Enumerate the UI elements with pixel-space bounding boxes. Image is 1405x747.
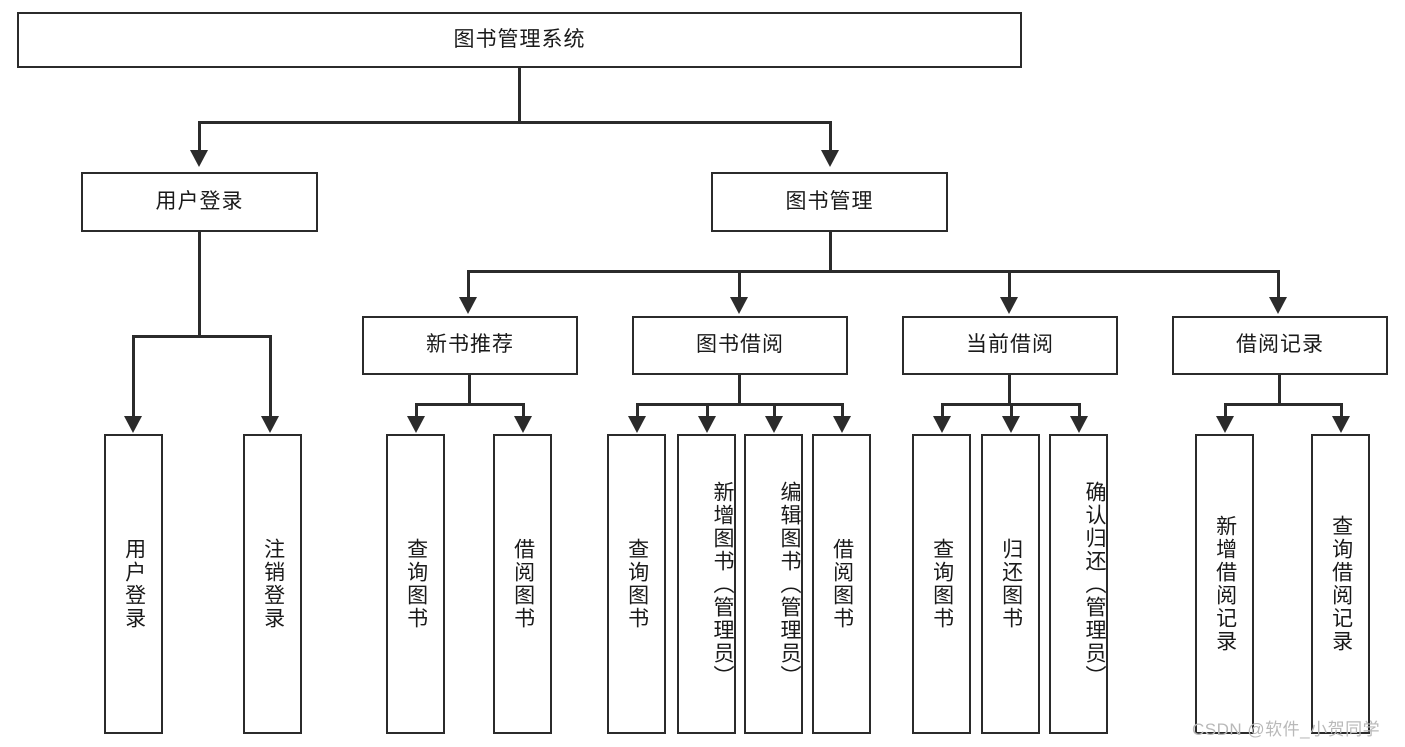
edge-borrow-bus	[636, 403, 844, 406]
node-label: 新增借阅记录	[1213, 515, 1237, 653]
arrowhead-leaf-logout	[261, 416, 279, 433]
arrowhead-borrow-leaf-2	[698, 416, 716, 433]
node-book-management[interactable]: 图书管理	[711, 172, 948, 232]
arrowhead-user-login	[190, 150, 208, 167]
arrowhead-recommend-leaf-1	[407, 416, 425, 433]
edge-borrow-stem	[738, 375, 741, 405]
csdn-watermark: CSDN @软件_小贺同学	[1192, 720, 1381, 739]
arrowhead-recommend-leaf-2	[514, 416, 532, 433]
edge-book-mgmt-stem	[829, 232, 832, 272]
edge-current-drop-2	[1010, 403, 1013, 417]
node-label: 编辑图书（管理员）	[778, 480, 801, 688]
leaf-current-query-book[interactable]: 查询图书	[912, 434, 971, 734]
node-label: 归还图书	[999, 538, 1023, 630]
arrowhead-leaf-user-login	[124, 416, 142, 433]
node-book-borrow[interactable]: 图书借阅	[632, 316, 848, 375]
node-label: 借阅记录	[1236, 333, 1324, 357]
node-borrow-record[interactable]: 借阅记录	[1172, 316, 1388, 375]
edge-root-bus	[198, 121, 832, 124]
edge-borrow-drop-3	[773, 403, 776, 417]
arrowhead-borrow-leaf-3	[765, 416, 783, 433]
node-label: 当前借阅	[966, 333, 1054, 357]
node-label: 查询图书	[930, 538, 954, 630]
edge-borrow-drop-2	[706, 403, 709, 417]
edge-book-mgmt-drop-3	[1008, 270, 1011, 298]
node-label: 用户登录	[122, 538, 146, 630]
edge-recommend-stem	[468, 375, 471, 405]
arrowhead-borrow-record	[1269, 297, 1287, 314]
node-label: 图书借阅	[696, 333, 784, 357]
edge-root-stem	[518, 68, 521, 123]
leaf-recommend-query-book[interactable]: 查询图书	[386, 434, 445, 734]
node-label: 用户登录	[155, 189, 244, 213]
leaf-recommend-borrow-book[interactable]: 借阅图书	[493, 434, 552, 734]
node-label: 新书推荐	[426, 333, 514, 357]
arrowhead-borrow-leaf-4	[833, 416, 851, 433]
edge-book-mgmt-drop-4	[1277, 270, 1280, 298]
leaf-current-confirm-return-admin[interactable]: 确认归还（管理员）	[1049, 434, 1108, 734]
leaf-record-add-record[interactable]: 新增借阅记录	[1195, 434, 1254, 734]
node-new-book-recommend[interactable]: 新书推荐	[362, 316, 578, 375]
edge-record-drop-1	[1224, 403, 1227, 417]
leaf-borrow-borrow-book[interactable]: 借阅图书	[812, 434, 871, 734]
edge-record-bus	[1224, 403, 1343, 406]
node-label: 确认归还（管理员）	[1083, 480, 1106, 688]
node-label: 借阅图书	[511, 538, 535, 630]
node-current-borrow[interactable]: 当前借阅	[902, 316, 1118, 375]
edge-user-login-bus	[132, 335, 269, 338]
node-label: 借阅图书	[830, 538, 854, 630]
leaf-user-login[interactable]: 用户登录	[104, 434, 163, 734]
edge-recommend-drop-1	[415, 403, 418, 417]
edge-user-login-drop-1	[132, 335, 135, 417]
leaf-borrow-query-book[interactable]: 查询图书	[607, 434, 666, 734]
leaf-current-return-book[interactable]: 归还图书	[981, 434, 1040, 734]
arrowhead-record-leaf-1	[1216, 416, 1234, 433]
edge-current-drop-3	[1078, 403, 1081, 417]
node-label: 图书管理系统	[453, 27, 586, 51]
node-label: 查询图书	[404, 538, 428, 630]
leaf-logout[interactable]: 注销登录	[243, 434, 302, 734]
edge-recommend-bus	[415, 403, 525, 406]
node-label: 新增图书（管理员）	[711, 480, 734, 688]
arrowhead-new-book-recommend	[459, 297, 477, 314]
edge-borrow-drop-1	[636, 403, 639, 417]
edge-user-login-stem	[198, 232, 201, 337]
arrowhead-current-leaf-2	[1002, 416, 1020, 433]
edge-root-to-user-login	[198, 121, 201, 151]
node-label: 查询图书	[625, 538, 649, 630]
arrowhead-current-borrow	[1000, 297, 1018, 314]
edge-current-stem	[1008, 375, 1011, 405]
arrowhead-record-leaf-2	[1332, 416, 1350, 433]
edge-book-mgmt-drop-1	[467, 270, 470, 298]
arrowhead-book-borrow	[730, 297, 748, 314]
edge-record-drop-2	[1340, 403, 1343, 417]
arrowhead-borrow-leaf-1	[628, 416, 646, 433]
edge-record-stem	[1278, 375, 1281, 405]
leaf-record-query-record[interactable]: 查询借阅记录	[1311, 434, 1370, 734]
edge-borrow-drop-4	[841, 403, 844, 417]
arrowhead-book-mgmt	[821, 150, 839, 167]
edge-user-login-drop-2	[269, 335, 272, 417]
leaf-borrow-add-book-admin[interactable]: 新增图书（管理员）	[677, 434, 736, 734]
edge-book-mgmt-drop-2	[738, 270, 741, 298]
arrowhead-current-leaf-1	[933, 416, 951, 433]
node-label: 图书管理	[785, 189, 874, 213]
node-label: 查询借阅记录	[1329, 515, 1353, 653]
leaf-borrow-edit-book-admin[interactable]: 编辑图书（管理员）	[744, 434, 803, 734]
node-root-system[interactable]: 图书管理系统	[17, 12, 1022, 68]
node-user-login[interactable]: 用户登录	[81, 172, 318, 232]
edge-book-mgmt-bus	[467, 270, 1280, 273]
arrowhead-current-leaf-3	[1070, 416, 1088, 433]
edge-recommend-drop-2	[522, 403, 525, 417]
node-label: 注销登录	[261, 538, 285, 630]
edge-root-to-book-mgmt	[829, 121, 832, 151]
edge-current-drop-1	[941, 403, 944, 417]
